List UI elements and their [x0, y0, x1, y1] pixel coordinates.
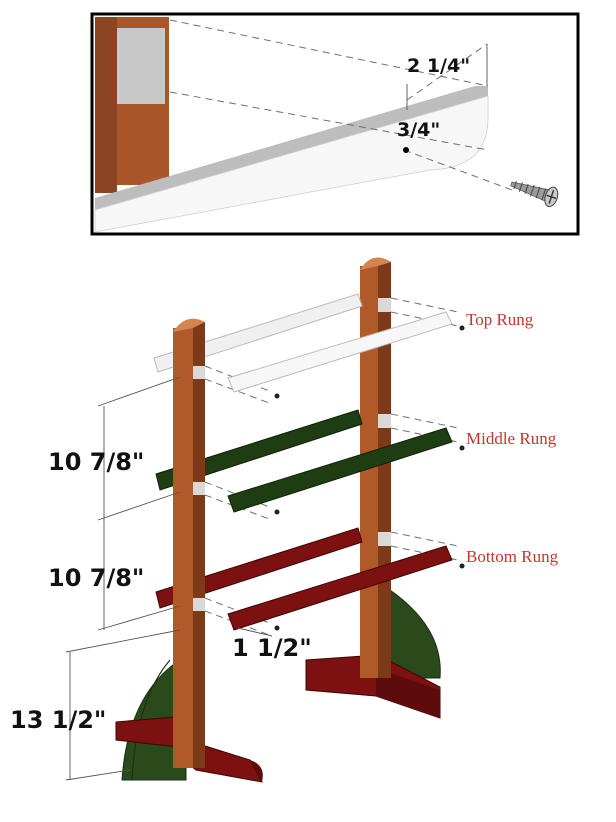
ladder	[115, 257, 465, 783]
pilot-hole-icon	[403, 147, 409, 153]
left-brace	[121, 655, 187, 781]
top-rung-back	[153, 293, 363, 373]
right-brace	[389, 589, 441, 679]
top-rung-front	[227, 311, 453, 393]
wood-screw-icon	[510, 181, 559, 208]
label-top-rung: Top Rung	[466, 310, 534, 329]
label-bottom-rung: Bottom Rung	[466, 547, 559, 566]
label-middle-rung: Middle Rung	[466, 429, 557, 448]
dimension-lines	[65, 376, 273, 781]
dim-depth-label: 3/4"	[397, 119, 440, 141]
screw-marks	[274, 325, 465, 631]
dim-top-to-middle: 10 7/8"	[48, 448, 144, 476]
rung-notch	[117, 28, 165, 104]
inset-detail: 2 1/4" 3/4"	[90, 12, 580, 236]
dim-middle-to-bottom: 10 7/8"	[48, 564, 144, 592]
dim-base-height: 13 1/2"	[10, 706, 106, 734]
bottom-rung-front	[227, 545, 453, 631]
dim-width-label: 2 1/4"	[407, 55, 470, 77]
inset-rung-board	[94, 86, 489, 233]
middle-rung-back	[155, 409, 363, 491]
bottom-rung-back	[155, 527, 363, 609]
left-post	[173, 318, 205, 768]
middle-rung-front	[227, 427, 453, 513]
inset-post	[95, 17, 169, 193]
right-base	[305, 589, 441, 719]
dim-rung-inset: 1 1/2"	[232, 634, 312, 662]
